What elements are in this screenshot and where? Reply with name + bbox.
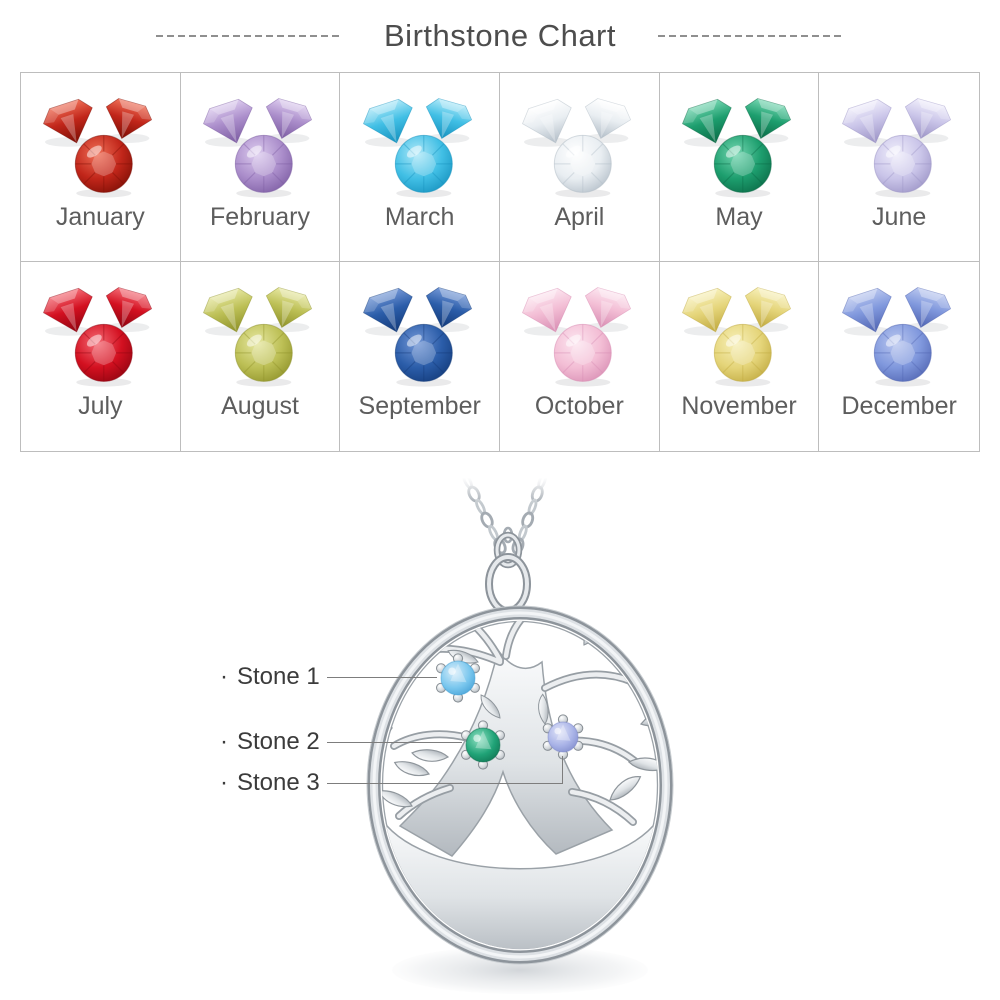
gem-cluster-icon xyxy=(203,98,313,198)
stone-3-connector-line-vertical xyxy=(562,756,563,783)
month-cell-may: May xyxy=(659,73,820,262)
month-cell-december: December xyxy=(819,262,979,451)
month-label: July xyxy=(78,392,123,420)
pendant-bail xyxy=(485,531,531,615)
stone-3-gem xyxy=(542,714,584,760)
stone-1-label: ·Stone 1 xyxy=(220,663,320,690)
gem-cluster-icon xyxy=(362,287,472,387)
page-title: Birthstone Chart xyxy=(384,18,616,53)
month-cell-june: June xyxy=(819,73,979,262)
month-cell-january: January xyxy=(21,73,181,262)
pendant-stones xyxy=(436,653,584,770)
month-label: March xyxy=(384,203,455,231)
chain-fade xyxy=(425,456,595,504)
month-label: February xyxy=(209,203,311,231)
month-cell-september: September xyxy=(340,262,500,451)
stone-2-connector-line xyxy=(327,742,462,743)
month-label: June xyxy=(872,203,927,231)
stone-1-gem xyxy=(436,653,480,703)
gem-cluster-icon xyxy=(203,287,313,387)
month-label: August xyxy=(221,392,299,420)
gem-cluster-icon xyxy=(842,287,952,387)
gem-cluster-icon xyxy=(522,287,632,387)
month-cell-april: April xyxy=(500,73,660,262)
tree-of-life-pendant xyxy=(366,456,674,994)
month-cell-march: March xyxy=(340,73,500,262)
month-cell-august: August xyxy=(181,262,341,451)
stone-2-bullet: · xyxy=(220,728,228,755)
stone-3-label: ·Stone 3 xyxy=(220,769,320,796)
stone-2-gem xyxy=(461,720,505,770)
month-cell-february: February xyxy=(180,73,341,262)
left-dash-decoration xyxy=(156,35,342,37)
stone-2-label: ·Stone 2 xyxy=(220,728,320,755)
gem-cluster-icon xyxy=(682,287,792,387)
month-cell-july: July xyxy=(21,262,181,451)
month-label: October xyxy=(534,392,624,420)
gem-cluster-icon xyxy=(682,98,792,198)
gem-cluster-icon xyxy=(362,98,472,198)
gem-cluster-icon xyxy=(842,98,952,198)
gem-cluster-icon xyxy=(43,98,153,198)
birthstone-table: January February xyxy=(20,72,980,452)
pendant-reflection xyxy=(392,946,648,994)
month-cell-november: November xyxy=(660,262,820,451)
header: Birthstone Chart xyxy=(0,0,1000,72)
month-label: April xyxy=(554,203,605,231)
month-label: May xyxy=(715,203,763,231)
right-dash-decoration xyxy=(658,35,844,37)
month-label: November xyxy=(681,392,797,420)
stone-1-connector-line xyxy=(327,677,437,678)
stone-3-bullet: · xyxy=(220,769,228,796)
month-label: September xyxy=(358,392,481,420)
tree-base xyxy=(382,817,658,949)
stone-1-bullet: · xyxy=(220,663,228,690)
month-label: January xyxy=(55,203,145,231)
month-cell-october: October xyxy=(500,262,660,451)
gem-cluster-icon xyxy=(43,287,153,387)
gem-cluster-icon xyxy=(522,98,632,198)
stone-3-connector-line-horizontal xyxy=(327,783,563,784)
month-label: December xyxy=(841,392,957,420)
